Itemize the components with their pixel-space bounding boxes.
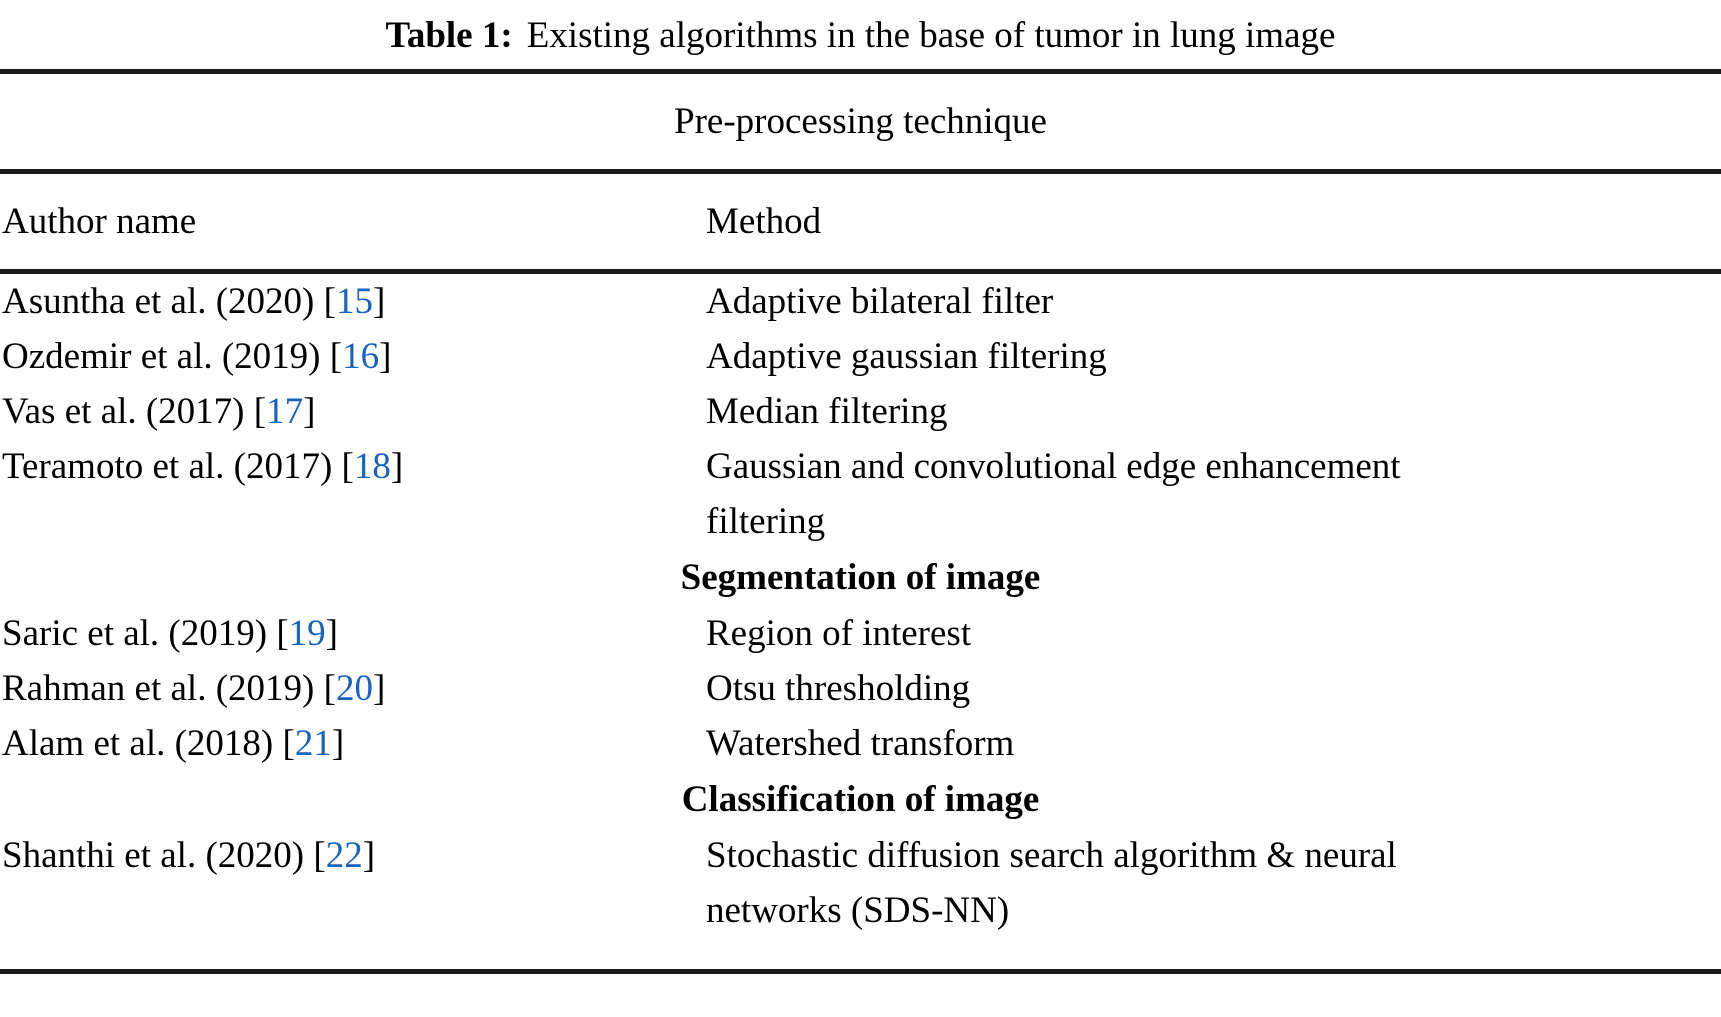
reference-bracket-open: [ (323, 281, 336, 322)
cell-author: Saric et al. (2019) [19] (0, 606, 706, 661)
table-row: Asuntha et al. (2020) [15]Adaptive bilat… (0, 274, 1721, 329)
rule-header (0, 269, 1721, 274)
cell-method: Gaussian and convolutional edge enhancem… (706, 439, 1721, 549)
reference-bracket-close: ] (372, 668, 386, 709)
reference-bracket-close: ] (325, 613, 338, 654)
cell-author: Rahman et al. (2019) [20] (0, 661, 706, 716)
author-name: Asuntha et al. (2020) (2, 281, 324, 322)
author-name: Rahman et al. (2019) (2, 668, 324, 709)
method-line: Median filtering (706, 391, 948, 432)
table-row: Ozdemir et al. (2019) [16]Adaptive gauss… (0, 329, 1721, 384)
reference-bracket-close: ] (390, 446, 404, 487)
reference-number[interactable]: 20 (335, 668, 373, 709)
cell-method: Otsu thresholding (706, 661, 1721, 716)
cell-method: Adaptive gaussian filtering (706, 329, 1721, 384)
method-line: Stochastic diffusion search algorithm & … (706, 835, 1397, 876)
column-header-author: Author name (2, 201, 197, 242)
method-line: Otsu thresholding (706, 668, 971, 709)
author-name: Teramoto et al. (2017) (2, 446, 342, 487)
method-line: filtering (706, 501, 826, 542)
cell-author: Vas et al. (2017) [17] (0, 384, 706, 439)
reference-bracket-open: [ (276, 613, 289, 654)
reference-citation[interactable]: [16] (330, 336, 392, 377)
cell-author: Ozdemir et al. (2019) [16] (0, 329, 706, 384)
table-row: Vas et al. (2017) [17]Median filtering (0, 384, 1721, 439)
table-row: Rahman et al. (2019) [20]Otsu thresholdi… (0, 661, 1721, 716)
reference-citation[interactable]: [21] (283, 723, 345, 764)
author-name: Saric et al. (2019) (2, 613, 277, 654)
cell-author: Shanthi et al. (2020) [22] (0, 828, 706, 883)
author-name: Shanthi et al. (2020) (2, 835, 314, 876)
caption-text: Existing algorithms in the base of tumor… (526, 14, 1336, 56)
reference-number[interactable]: 17 (266, 391, 304, 432)
method-line: Adaptive bilateral filter (706, 281, 1054, 322)
reference-citation[interactable]: [18] (342, 446, 404, 487)
method-line: Gaussian and convolutional edge enhancem… (706, 446, 1401, 487)
reference-bracket-close: ] (362, 835, 376, 876)
section-heading: Classification of image (681, 779, 1040, 820)
method-line: Region of interest (706, 613, 972, 654)
spanning-header: Pre-processing technique (674, 101, 1047, 142)
table-body: Asuntha et al. (2020) [15]Adaptive bilat… (0, 274, 1721, 938)
reference-citation[interactable]: [19] (276, 613, 338, 654)
rule-middle (0, 169, 1721, 174)
author-name: Vas et al. (2017) (2, 391, 254, 432)
table-row: Shanthi et al. (2020) [22]Stochastic dif… (0, 828, 1721, 938)
reference-number[interactable]: 21 (294, 723, 332, 764)
rule-bottom (0, 969, 1721, 974)
table-row: Alam et al. (2018) [21]Watershed transfo… (0, 716, 1721, 771)
table-row: Teramoto et al. (2017) [18]Gaussian and … (0, 439, 1721, 549)
reference-bracket-open: [ (329, 336, 343, 377)
reference-number[interactable]: 15 (335, 281, 373, 322)
caption-label: Table 1: (385, 14, 513, 56)
reference-bracket-open: [ (323, 668, 336, 709)
reference-number[interactable]: 19 (288, 613, 326, 654)
method-line: Adaptive gaussian filtering (706, 336, 1107, 377)
reference-citation[interactable]: [20] (324, 668, 386, 709)
reference-bracket-close: ] (379, 336, 392, 377)
reference-bracket-open: [ (341, 446, 354, 487)
cell-method: Stochastic diffusion search algorithm & … (706, 828, 1721, 938)
author-name: Ozdemir et al. (2019) (2, 336, 330, 377)
rule-top (0, 69, 1721, 74)
reference-bracket-open: [ (282, 723, 295, 764)
reference-citation[interactable]: [15] (324, 281, 386, 322)
reference-citation[interactable]: [22] (313, 835, 375, 876)
section-heading: Segmentation of image (680, 557, 1041, 598)
cell-method: Watershed transform (706, 716, 1721, 771)
method-line: Watershed transform (706, 723, 1015, 764)
cell-author: Alam et al. (2018) [21] (0, 716, 706, 771)
cell-author: Teramoto et al. (2017) [18] (0, 439, 706, 494)
reference-bracket-open: [ (253, 391, 267, 432)
reference-bracket-close: ] (303, 391, 316, 432)
column-header-method: Method (706, 201, 822, 242)
author-name: Alam et al. (2018) (2, 723, 283, 764)
column-headers: Author name Method (0, 174, 1721, 269)
reference-bracket-close: ] (372, 281, 386, 322)
cell-method: Adaptive bilateral filter (706, 274, 1721, 329)
method-line: networks (SDS-NN) (706, 890, 1010, 931)
table-row: Saric et al. (2019) [19]Region of intere… (0, 606, 1721, 661)
reference-number[interactable]: 22 (325, 835, 363, 876)
reference-citation[interactable]: [17] (254, 391, 316, 432)
table-caption: Table 1: Existing algorithms in the base … (0, 0, 1721, 72)
cell-method: Region of interest (706, 606, 1721, 661)
reference-bracket-open: [ (313, 835, 326, 876)
reference-bracket-close: ] (331, 723, 345, 764)
cell-author: Asuntha et al. (2020) [15] (0, 274, 706, 329)
cell-method: Median filtering (706, 384, 1721, 439)
reference-number[interactable]: 16 (342, 336, 380, 377)
reference-number[interactable]: 18 (353, 446, 391, 487)
